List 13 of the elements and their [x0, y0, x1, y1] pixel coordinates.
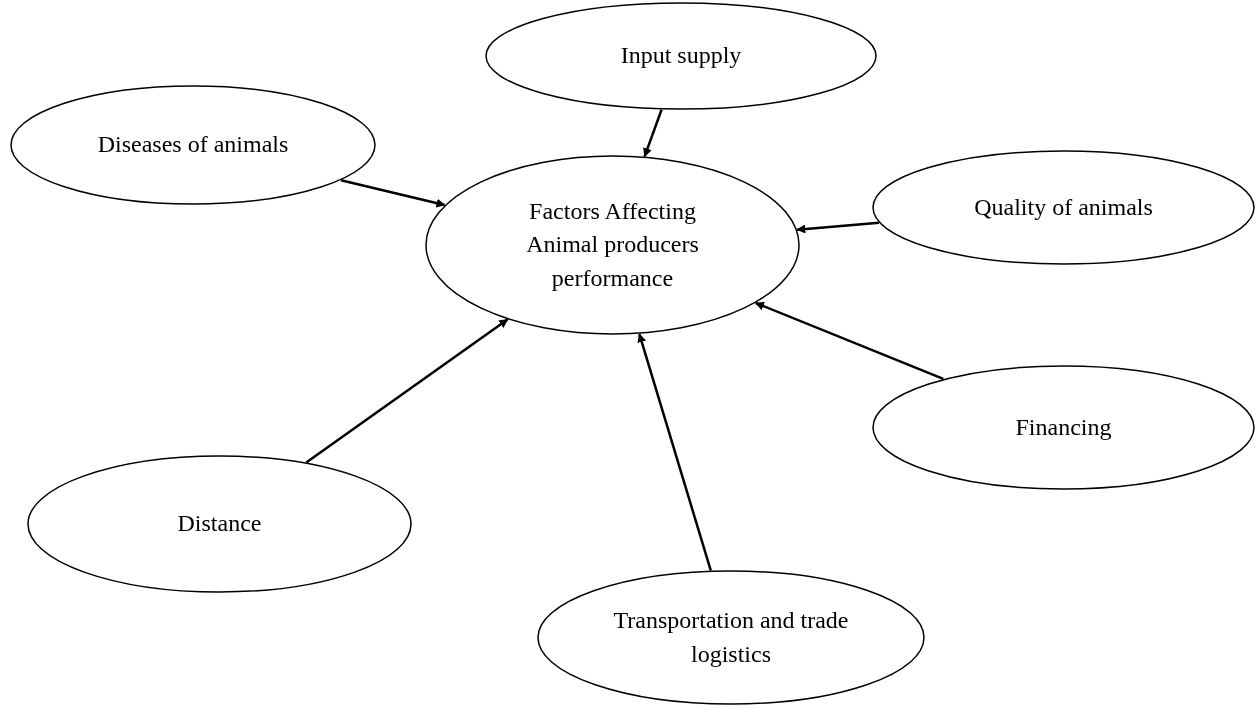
node-label: Diseases of animals: [97, 130, 289, 160]
node-label: Quality of animals: [974, 192, 1153, 222]
node-label: Financing: [1015, 412, 1112, 442]
arrow: [340, 179, 446, 208]
node-label: Distance: [177, 509, 262, 539]
arrow: [305, 318, 509, 464]
node-label: Input supply: [620, 41, 742, 71]
arrow: [796, 221, 880, 234]
arrow: [643, 109, 663, 158]
node-label: Transportation and trade logistics: [612, 605, 850, 669]
arrow: [755, 301, 944, 380]
arrow: [637, 333, 712, 571]
node-label: Factors Affecting Animal producers performance: [525, 196, 700, 293]
